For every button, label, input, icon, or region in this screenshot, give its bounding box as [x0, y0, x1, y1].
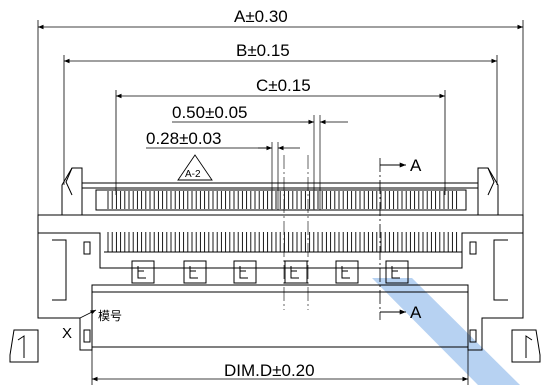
x-marker-label: X: [62, 325, 72, 342]
watermark-stripe: [372, 278, 520, 385]
centerlines: [284, 155, 308, 310]
pitch-label: 0.50±0.05: [172, 103, 248, 122]
section-marker-top: A: [380, 156, 422, 320]
pin-width-label: 0.28±0.03: [146, 129, 222, 148]
section-bottom-label: A: [410, 303, 422, 322]
dimension-pitch: 0.50±0.05: [172, 103, 348, 210]
contact-window: [234, 261, 256, 283]
connector-body: [10, 168, 540, 362]
datum-label: A-2: [185, 169, 201, 180]
upper-pin-row: [108, 191, 457, 209]
section-marker-bottom: A: [380, 303, 422, 322]
dimension-d-label: DIM.D±0.20: [224, 361, 315, 380]
contact-window: [132, 261, 154, 283]
dimension-c: C±0.15: [116, 76, 445, 195]
dimension-b: B±0.15: [64, 41, 497, 185]
dimension-pin-width: 0.28±0.03: [146, 129, 300, 210]
dimension-a: A±0.30: [38, 7, 523, 215]
contact-window: [386, 261, 408, 283]
section-top-label: A: [410, 156, 422, 175]
dimension-c-label: C±0.15: [256, 76, 311, 95]
dimension-a-label: A±0.30: [234, 7, 288, 26]
dimension-d: DIM.D±0.20: [92, 347, 468, 385]
contact-window: [336, 261, 358, 283]
datum-triangle: A-2: [178, 155, 212, 180]
contact-windows: [132, 261, 408, 283]
mold-number-callout: X 模号: [62, 309, 122, 342]
mold-number-label: 模号: [98, 309, 122, 323]
contact-window: [184, 261, 206, 283]
contact-window: [285, 261, 307, 283]
lower-pin-row: [104, 232, 462, 252]
dimension-b-label: B±0.15: [236, 41, 290, 60]
